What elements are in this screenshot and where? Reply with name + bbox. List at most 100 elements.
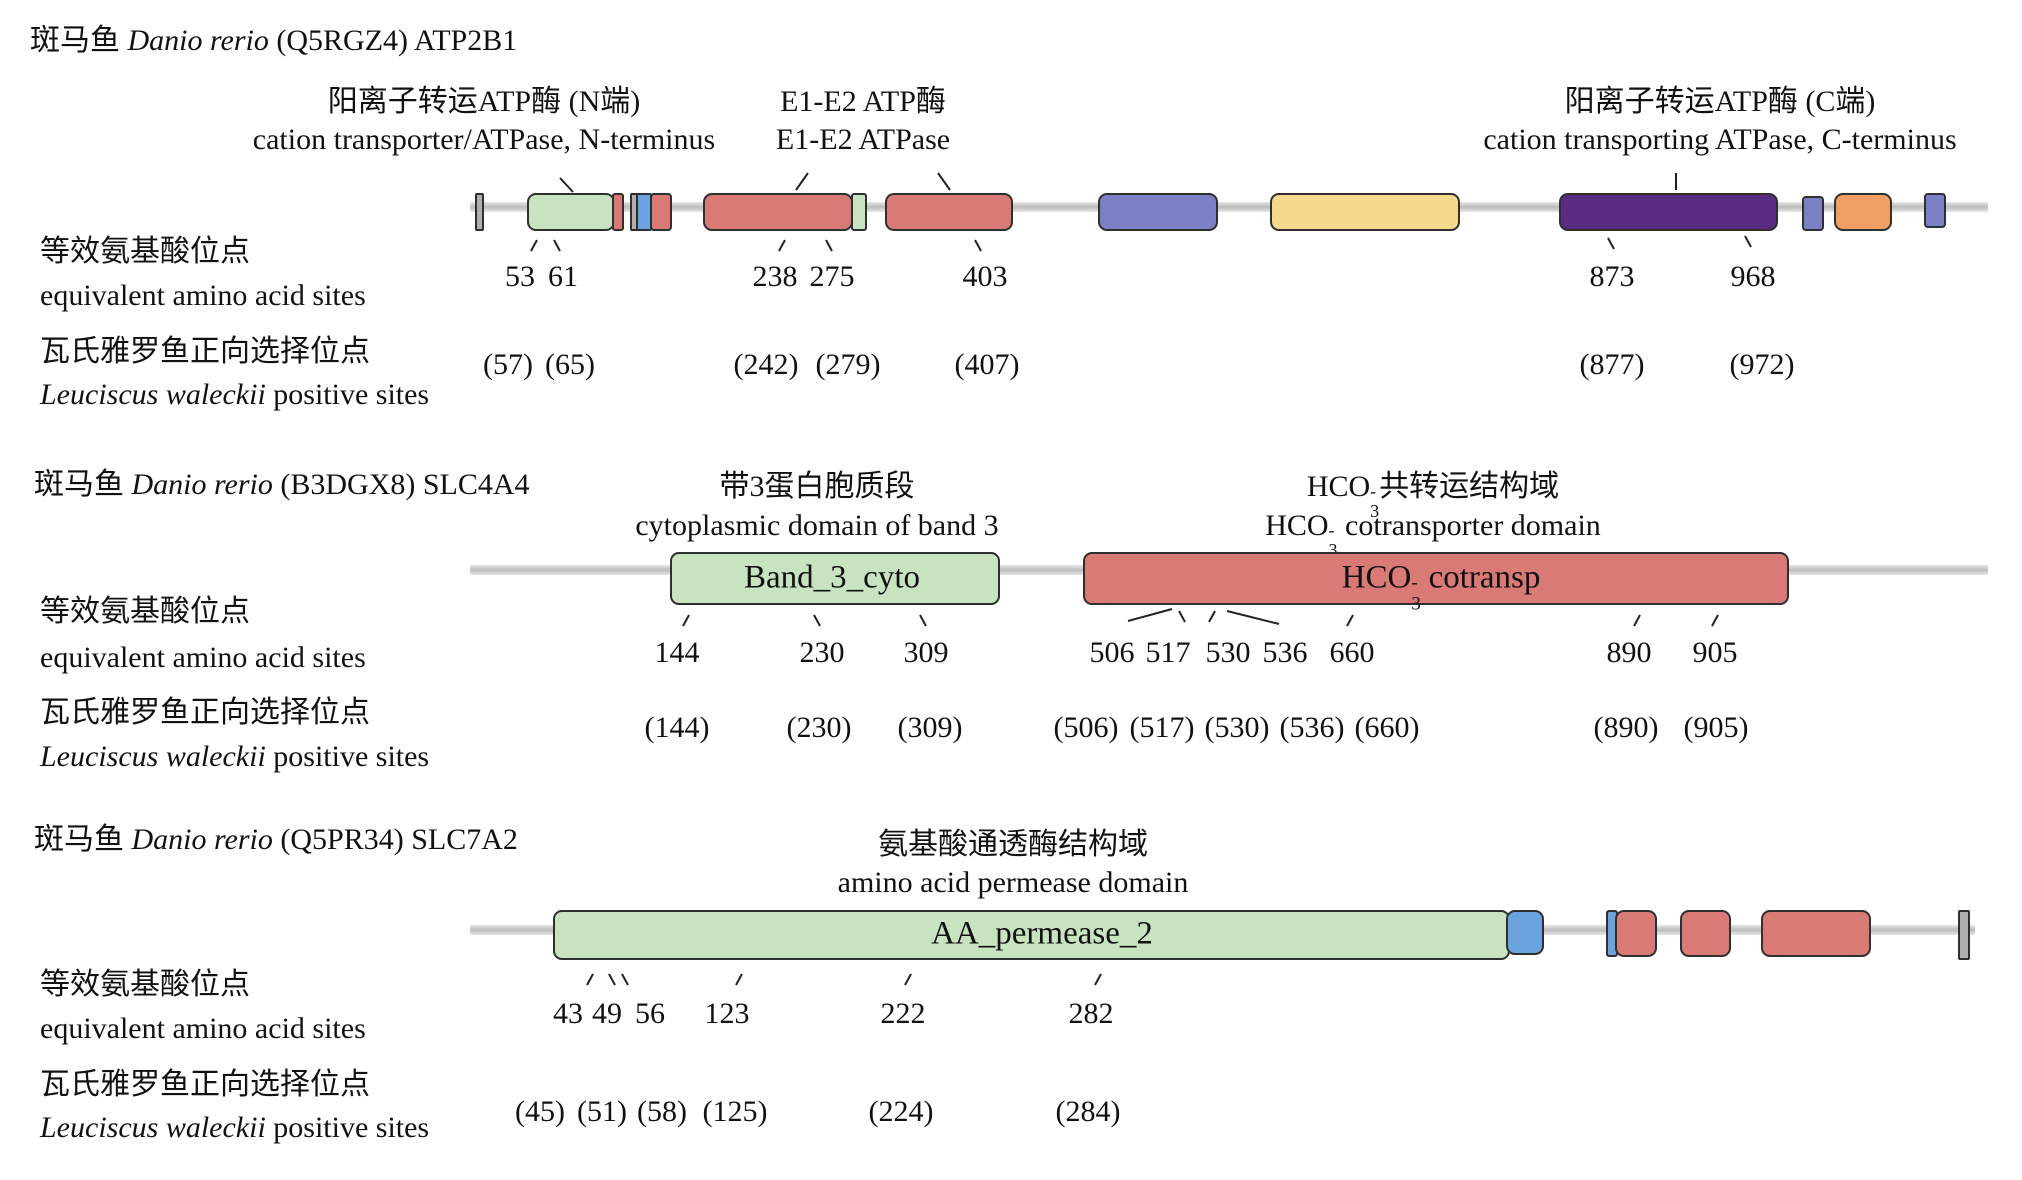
p2-pos-label-cn: 瓦氏雅罗鱼正向选择位点 <box>40 696 370 729</box>
p2-positive-site-label: (530) <box>1204 711 1270 744</box>
p2-site-label: 890 <box>1606 636 1652 669</box>
p2-positive-site-label: (890) <box>1593 711 1659 744</box>
p1-eq-label-cn: 等效氨基酸位点 <box>40 235 250 268</box>
p2-eq-label-cn: 等效氨基酸位点 <box>40 595 250 628</box>
p3-domain-red-b <box>1680 910 1731 957</box>
p1-positive-site-label: (57) <box>483 348 533 381</box>
p1-annotation-leader <box>795 172 809 191</box>
p2-site-tick <box>919 614 927 627</box>
p2-site-label: 144 <box>654 636 700 669</box>
p2-site-tick <box>1208 610 1216 623</box>
p1-annotation-e1e2-cn: E1-E2 ATP酶 <box>780 85 946 118</box>
p2-positive-site-label: (660) <box>1354 711 1420 744</box>
p2-site-tick <box>813 614 821 627</box>
p2-positive-site-label: (144) <box>644 711 710 744</box>
p1-domain-e1e2-a <box>703 193 853 231</box>
p2-site-tick <box>1178 610 1186 623</box>
p1-site-label: 873 <box>1589 260 1635 293</box>
p1-domain-periwinkle-c <box>1924 193 1946 228</box>
p1-domain-c-terminus <box>1559 193 1778 231</box>
p1-annotation-n-terminus-en: cation transporter/ATPase, N-terminus <box>252 123 716 156</box>
p3-positive-site-label: (284) <box>1055 1095 1121 1128</box>
p1-site-label: 968 <box>1730 260 1776 293</box>
p1-positive-site-label: (65) <box>545 348 595 381</box>
p2-domain-band3-cyto-label: Band_3_cyto <box>744 559 920 596</box>
protein1-title: 斑马鱼 Danio rerio (Q5RGZ4) ATP2B1 <box>30 24 518 57</box>
p1-annotation-n-terminus-cn: 阳离子转运ATP酶 (N端) <box>327 85 641 118</box>
p3-domain-end-marker <box>1958 910 1970 960</box>
p1-site-tick <box>974 239 982 252</box>
p3-domain-red-a <box>1615 910 1657 957</box>
p3-pos-label-en: Leuciscus waleckii positive sites <box>40 1111 430 1144</box>
p1-site-tick <box>1744 235 1752 248</box>
p3-domain-red-c <box>1761 910 1871 957</box>
p1-annotation-leader <box>937 172 951 191</box>
p1-annotation-e1e2-en: E1-E2 ATPase <box>775 123 951 156</box>
p3-domain-aa-permease-label: AA_permease_2 <box>931 915 1153 952</box>
p2-domain-band3-cyto <box>670 552 1000 605</box>
p1-domain-periwinkle-a <box>1098 193 1218 231</box>
p3-site-label: 222 <box>880 997 926 1030</box>
p1-eq-label-en: equivalent amino acid sites <box>40 279 366 312</box>
p3-site-label: 43 <box>553 997 583 1030</box>
p3-domain-aa-permease <box>553 910 1510 960</box>
p3-site-tick <box>904 973 912 986</box>
p3-positive-site-label: (51) <box>577 1095 627 1128</box>
p2-domain-hco3-cotransp <box>1083 552 1789 605</box>
p2-site-tick <box>1711 614 1719 627</box>
p3-site-label: 56 <box>635 997 665 1030</box>
p1-site-label: 61 <box>548 260 578 293</box>
p1-site-label: 53 <box>505 260 535 293</box>
p2-domain-hco3-cotransp-label: HCO-3 cotransp <box>1341 559 1541 615</box>
p1-annotation-c-terminus-en: cation transporting ATPase, C-terminus <box>1483 123 1957 156</box>
p2-pos-label-en: Leuciscus waleckii positive sites <box>40 740 430 773</box>
p2-positive-site-label: (905) <box>1683 711 1749 744</box>
p2-site-label: 506 <box>1089 636 1135 669</box>
p1-positive-site-label: (972) <box>1729 348 1795 381</box>
p1-domain-small-red-a <box>612 193 624 231</box>
p1-domain-start-marker <box>475 193 484 231</box>
p3-positive-site-label: (224) <box>868 1095 934 1128</box>
p1-site-label: 238 <box>752 260 798 293</box>
p2-site-tick <box>1346 614 1354 627</box>
p2-positive-site-label: (506) <box>1053 711 1119 744</box>
p2-positive-site-label: (517) <box>1129 711 1195 744</box>
p3-positive-site-label: (45) <box>515 1095 565 1128</box>
p2-site-label: 905 <box>1692 636 1738 669</box>
p2-positive-site-label: (536) <box>1279 711 1345 744</box>
p3-site-label: 282 <box>1068 997 1114 1030</box>
p2-annotation-band3-en: cytoplasmic domain of band 3 <box>635 509 999 542</box>
p1-positive-site-label: (407) <box>954 348 1020 381</box>
p3-site-label: 123 <box>704 997 750 1030</box>
p3-annotation-permease-en: amino acid permease domain <box>837 866 1189 899</box>
p3-annotation-permease-cn: 氨基酸通透酶结构域 <box>878 828 1148 861</box>
p1-domain-e1e2-b <box>885 193 1013 231</box>
p1-positive-site-label: (242) <box>733 348 799 381</box>
p3-domain-blue <box>1506 910 1544 955</box>
p3-site-label: 49 <box>592 997 622 1030</box>
p2-site-label: 536 <box>1262 636 1308 669</box>
p1-pos-label-en: Leuciscus waleckii positive sites <box>40 378 430 411</box>
p1-annotation-leader <box>559 177 574 193</box>
p3-site-tick <box>735 973 743 986</box>
p2-positive-site-label: (309) <box>897 711 963 744</box>
p2-site-tick <box>1127 608 1173 622</box>
p3-positive-site-label: (125) <box>702 1095 768 1128</box>
p2-site-tick <box>682 614 690 627</box>
p3-pos-label-cn: 瓦氏雅罗鱼正向选择位点 <box>40 1068 370 1101</box>
p1-site-label: 403 <box>962 260 1008 293</box>
p1-domain-yellow <box>1270 193 1460 231</box>
protein3-title: 斑马鱼 Danio rerio (Q5PR34) SLC7A2 <box>34 823 518 856</box>
p2-eq-label-en: equivalent amino acid sites <box>40 641 366 674</box>
p1-site-tick <box>825 239 833 252</box>
p2-site-tick <box>1633 614 1641 627</box>
p1-site-tick <box>530 239 538 252</box>
p2-annotation-hco3-en: HCO-3 cotransporter domain <box>1265 509 1601 560</box>
p1-domain-small-red-b <box>650 193 672 231</box>
p1-domain-orange <box>1834 193 1892 231</box>
p1-annotation-c-terminus-cn: 阳离子转运ATP酶 (C端) <box>1564 85 1876 118</box>
p1-site-tick <box>778 239 786 252</box>
p2-annotation-band3-cn: 带3蛋白胞质段 <box>719 470 915 503</box>
p3-positive-site-label: (58) <box>637 1095 687 1128</box>
